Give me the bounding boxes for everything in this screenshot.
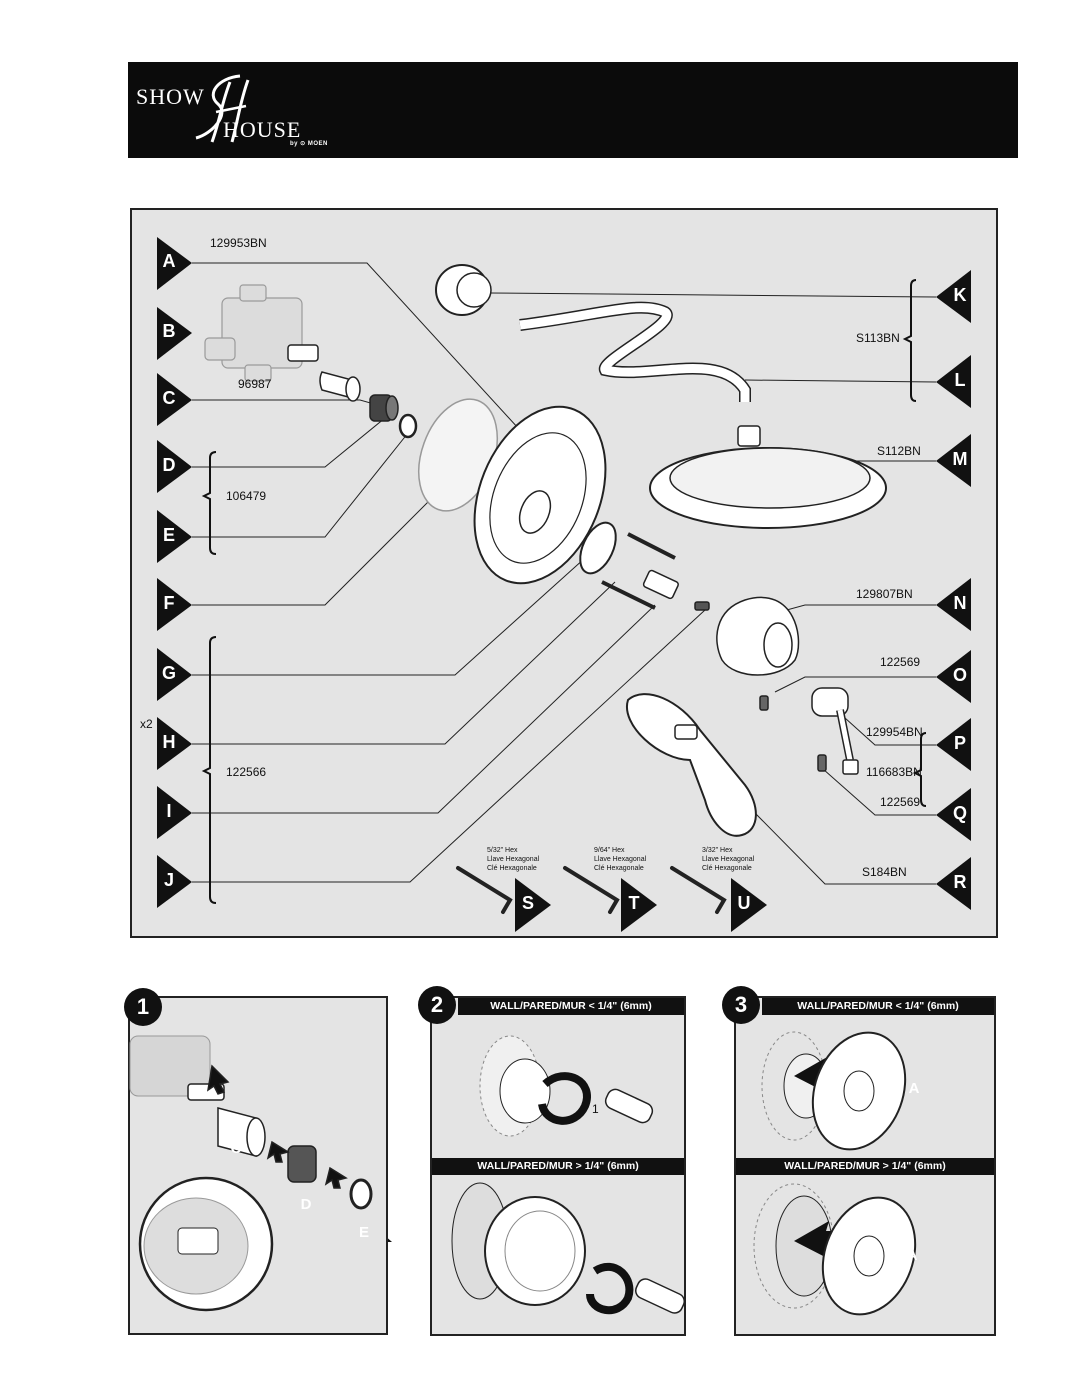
label-c: C [162,388,176,408]
triangle-q-icon [936,788,971,841]
step1-label-e: E [358,1224,369,1241]
label-f: F [163,593,175,613]
triangle-t-icon [621,878,657,932]
triangle-j-icon [157,855,192,908]
step-3-drawing [753,1031,917,1316]
step1-label-d: D [300,1196,312,1213]
triangle-g-icon [157,648,192,701]
part-number-p2: 116683BN [866,765,922,779]
triangle-m-icon [936,434,971,487]
triangle-e-icon [157,510,192,563]
triangle-c-icon [157,373,192,426]
step-2-banner-top: WALL/PARED/MUR < 1/4" (6mm) [458,998,684,1015]
logo-house-text: HOUSE [223,117,302,142]
step-2-number: 2 [418,986,456,1024]
label-r: R [953,872,967,892]
part-number-c: 96987 [238,377,272,391]
label-i: I [166,801,172,821]
triangle-i-icon [157,786,192,839]
label-m: M [952,449,968,469]
part-number-q: 122569 [880,795,921,809]
label-o: O [952,665,967,685]
label-s: S [521,893,534,913]
logo-monogram-icon [195,74,250,143]
triangle-n-icon [936,578,971,631]
triangle-s-icon [515,878,551,932]
logo-show-text: SHOW [136,84,205,109]
label-h: H [162,732,176,752]
step-3-banner-top: WALL/PARED/MUR < 1/4" (6mm) [762,998,994,1015]
step-1-number: 1 [124,988,162,1026]
step-3-number: 3 [722,986,760,1024]
triangle-h-icon [157,717,192,770]
label-q: Q [952,803,967,823]
part-number-n: 129807BN [856,587,913,601]
step1-label-c: C [230,1140,242,1157]
part-number-r: S184BN [862,865,907,879]
triangle-o-icon [936,650,971,703]
svg-text:1: 1 [592,1102,599,1116]
part-number-a: 129953BN [210,236,267,250]
step3-label-a-top: A [908,1080,920,1097]
label-u: U [737,893,751,913]
label-l: L [954,370,966,390]
triangle-r-icon [936,857,971,910]
label-d: D [162,455,176,475]
label-n: N [953,593,967,613]
step-2-banner-bottom: WALL/PARED/MUR > 1/4" (6mm) [432,1158,684,1175]
step-2-drawing: 1 [451,1035,686,1315]
triangle-f-icon [157,578,192,631]
triangle-u-icon [731,878,767,932]
triangle-k-icon [936,270,971,323]
label-k: K [953,285,967,305]
label-j: J [163,870,174,890]
part-number-de: 106479 [226,489,267,503]
part-number-m: S112BN [877,444,921,458]
part-number-kl: S113BN [856,331,900,345]
part-number-p1: 129954BN [866,725,923,739]
triangle-p-icon [936,718,971,771]
label-p: P [953,733,966,753]
triangle-l-icon [936,355,971,408]
label-e: E [162,525,175,545]
multiplier-x2: x2 [140,717,153,731]
triangle-b-icon [157,307,192,360]
part-number-gj: 122566 [226,765,267,779]
step3-label-a-bottom: A [906,1247,918,1264]
brand-header-bar: SHOW HOUSE by ⊙ MOEN [128,62,1018,158]
part-number-o: 122569 [880,655,921,669]
step-1-drawing [129,1035,373,1312]
logo-by-moen: by ⊙ MOEN [290,141,328,147]
label-g: G [161,663,176,683]
step-3-banner-bottom: WALL/PARED/MUR > 1/4" (6mm) [736,1158,994,1175]
triangle-d-icon [157,440,192,493]
triangle-a-icon [157,237,192,290]
label-b: B [162,321,176,341]
label-a: A [162,251,176,271]
label-t: T [628,893,640,913]
